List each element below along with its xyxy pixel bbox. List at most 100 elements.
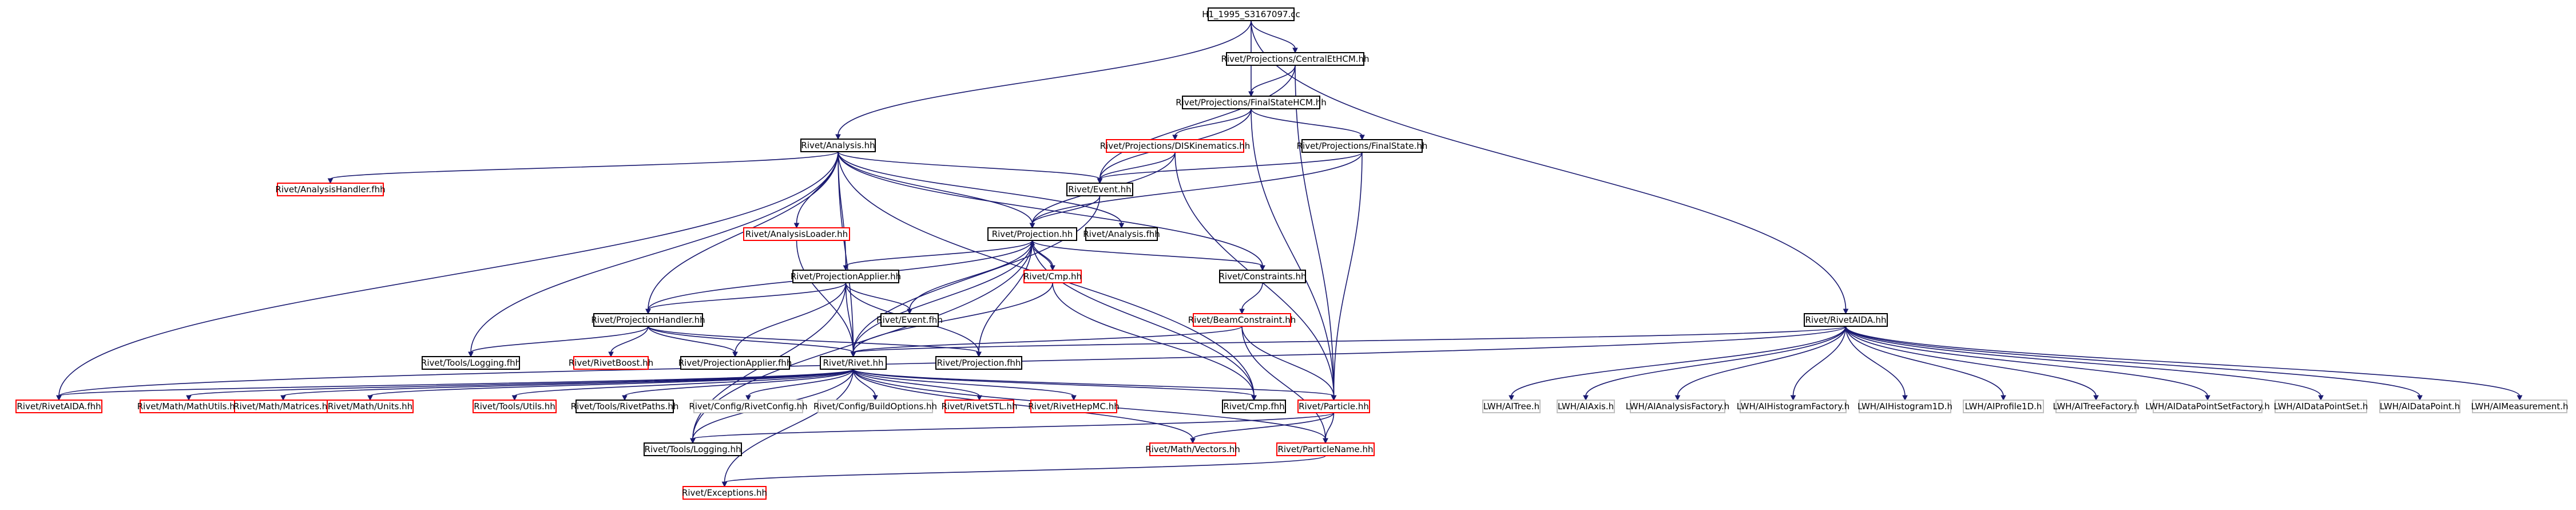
node-constraints[interactable]: Rivet/Constraints.hh [1219, 270, 1307, 283]
node-projection[interactable]: Rivet/Projection.hh [987, 227, 1077, 241]
node-particlename[interactable]: Rivet/ParticleName.hh [1276, 442, 1375, 456]
node-analysisloader[interactable]: Rivet/AnalysisLoader.hh [743, 227, 850, 241]
node-loggingfhh[interactable]: Rivet/Tools/Logging.fhh [421, 356, 521, 370]
node-root[interactable]: H1_1995_S3167097.cc [1202, 7, 1300, 21]
node-box [1740, 400, 1847, 413]
node-box [422, 356, 520, 370]
edge-arrowhead [850, 351, 856, 358]
node-rivetboost[interactable]: Rivet/RivetBoost.hh [569, 356, 653, 370]
node-box [1066, 183, 1133, 196]
node-rivetaidafhh[interactable]: Rivet/RivetAIDA.fhh [15, 400, 102, 413]
node-diskinematics[interactable]: Rivet/Projections/DISKinematics.hh [1100, 139, 1251, 153]
edge-arrowhead [2517, 395, 2523, 401]
node-label: LWH/AIDataPointSetFactory.h [2145, 401, 2269, 412]
node-exceptions[interactable]: Rivet/Exceptions.hh [682, 486, 767, 500]
node-matrices[interactable]: Rivet/Math/Matrices.hh [233, 400, 333, 413]
edge-line [838, 151, 1101, 180]
node-event[interactable]: Rivet/Event.hh [1066, 183, 1133, 196]
node-box [682, 486, 767, 500]
node-vectors[interactable]: Rivet/Math/Vectors.hh [1145, 442, 1240, 456]
node-box [593, 313, 703, 327]
edge-arrowhead [793, 223, 800, 229]
edge-line [1099, 152, 1363, 180]
node-rivetaida[interactable]: Rivet/RivetAIDA.hh [1804, 313, 1888, 327]
node-finalstate[interactable]: Rivet/Projections/FinalState.hh [1297, 139, 1428, 153]
node-box [1804, 313, 1888, 327]
node-beamconstraint[interactable]: Rivet/BeamConstraint.hh [1188, 313, 1296, 327]
nodes-layer: H1_1995_S3167097.ccRivet/Projections/Cen… [15, 7, 2569, 500]
edge-arrowhead [732, 351, 738, 358]
node-logginghh[interactable]: Rivet/Tools/Logging.hh [644, 442, 742, 456]
node-analysis[interactable]: Rivet/Analysis.hh [800, 139, 876, 152]
node-eventfhh[interactable]: Rivet/Event.fhh [876, 313, 943, 327]
edge-rivethh-to-buildoptions [852, 369, 878, 401]
edge-line [838, 151, 854, 353]
node-projectionapplier[interactable]: Rivet/ProjectionApplier.hh [791, 270, 901, 283]
node-ihistogramfactory: LWH/AIHistogramFactory.h [1737, 400, 1849, 413]
edge-arrowhead [1029, 239, 1035, 246]
node-projectionhandler[interactable]: Rivet/ProjectionHandler.hh [591, 313, 705, 327]
edge-projectionhandler-to-projectionapplierfhh [648, 326, 738, 358]
node-projectionapplierfhh[interactable]: Rivet/ProjectionApplier.fhh [678, 356, 792, 370]
node-particle[interactable]: Rivet/Particle.hh [1297, 400, 1370, 413]
node-centraletcm[interactable]: Rivet/Projections/CentralEtHCM.hh [1221, 52, 1370, 66]
node-box [1630, 400, 1725, 413]
edge-arrowhead [327, 178, 334, 184]
edge-arrowhead [622, 395, 628, 401]
node-label: Rivet/Cmp.fhh [1223, 401, 1284, 412]
edge-line [1845, 326, 2420, 397]
node-mathutils[interactable]: Rivet/Math/MathUtils.hh [137, 400, 241, 413]
edge-line [283, 369, 854, 397]
edge-line [978, 240, 1033, 353]
edge-line [838, 20, 1252, 136]
edge-projectionhandler-to-loggingfhh [468, 326, 649, 358]
edge-rivethh-to-exceptions [721, 369, 854, 488]
edge-rivetaida-to-ihistogram1d [1845, 326, 1908, 401]
node-label: Rivet/Projection.fhh [937, 358, 1021, 368]
node-rivetstl[interactable]: Rivet/RivetSTL.hh [941, 400, 1018, 413]
edge-line [1845, 326, 2097, 397]
edge-line [852, 326, 1847, 353]
node-label: LWH/AITree.h [1483, 401, 1539, 412]
node-box [1276, 442, 1375, 456]
node-label: Rivet/Rivet.hh [823, 358, 884, 368]
edge-projectionapplier-to-eventfhh [845, 282, 912, 315]
node-label: Rivet/Config/RivetConfig.hh [689, 401, 807, 412]
node-iprofile1d: LWH/AIProfile1D.h [1963, 400, 2044, 413]
edge-arrowhead [367, 395, 373, 401]
edge-arrowhead [1292, 48, 1298, 54]
node-rivethh[interactable]: Rivet/Rivet.hh [820, 356, 887, 370]
node-box [2472, 400, 2567, 413]
node-label: LWH/AIAxis.h [1558, 401, 1614, 412]
edge-arrowhead [1251, 395, 1257, 401]
edge-line [1585, 326, 1847, 397]
edge-arrowhead [843, 265, 849, 271]
node-cmp[interactable]: Rivet/Cmp.hh [1023, 270, 1082, 283]
node-units[interactable]: Rivet/Math/Units.hh [327, 400, 414, 413]
node-label: Rivet/Analysis.fhh [1083, 229, 1160, 239]
edge-line [1031, 244, 1053, 271]
node-rivetpaths[interactable]: Rivet/Tools/RivetPaths.hh [571, 400, 679, 413]
node-box [1149, 442, 1236, 456]
node-finalstatehcm[interactable]: Rivet/Projections/FinalStateHCM.hh [1176, 96, 1327, 109]
edge-rivetaida-to-idatapointset [1845, 326, 2324, 401]
node-analysishandler[interactable]: Rivet/AnalysisHandler.fhh [275, 183, 386, 196]
edge-projection-to-constraints [1031, 240, 1265, 271]
node-toolsutils[interactable]: Rivet/Tools/Utils.hh [473, 400, 557, 413]
node-cmpfhh[interactable]: Rivet/Cmp.fhh [1222, 400, 1286, 413]
edge-rivethh-to-matrices [280, 369, 854, 401]
edge-beamconstraint-to-particle [1241, 326, 1337, 401]
node-label: LWH/AIAnalysisFactory.h [1626, 401, 1730, 412]
edge-line [1031, 195, 1101, 224]
edge-line [735, 282, 847, 353]
edge-beamconstraint-to-rivethh [850, 326, 1243, 358]
edge-line [1241, 326, 1326, 440]
edge-rivethh-to-units [367, 369, 854, 401]
edge-arrowhead [690, 438, 696, 444]
node-projectionfhh[interactable]: Rivet/Projection.fhh [935, 356, 1022, 370]
edge-particle-to-vectors [1190, 412, 1335, 444]
edge-line [648, 326, 979, 353]
node-analysisfhh[interactable]: Rivet/Analysis.fhh [1083, 227, 1160, 241]
node-rivethepmc[interactable]: Rivet/RivetHepMC.hh [1028, 400, 1120, 413]
node-label: Rivet/ProjectionApplier.fhh [678, 358, 792, 368]
